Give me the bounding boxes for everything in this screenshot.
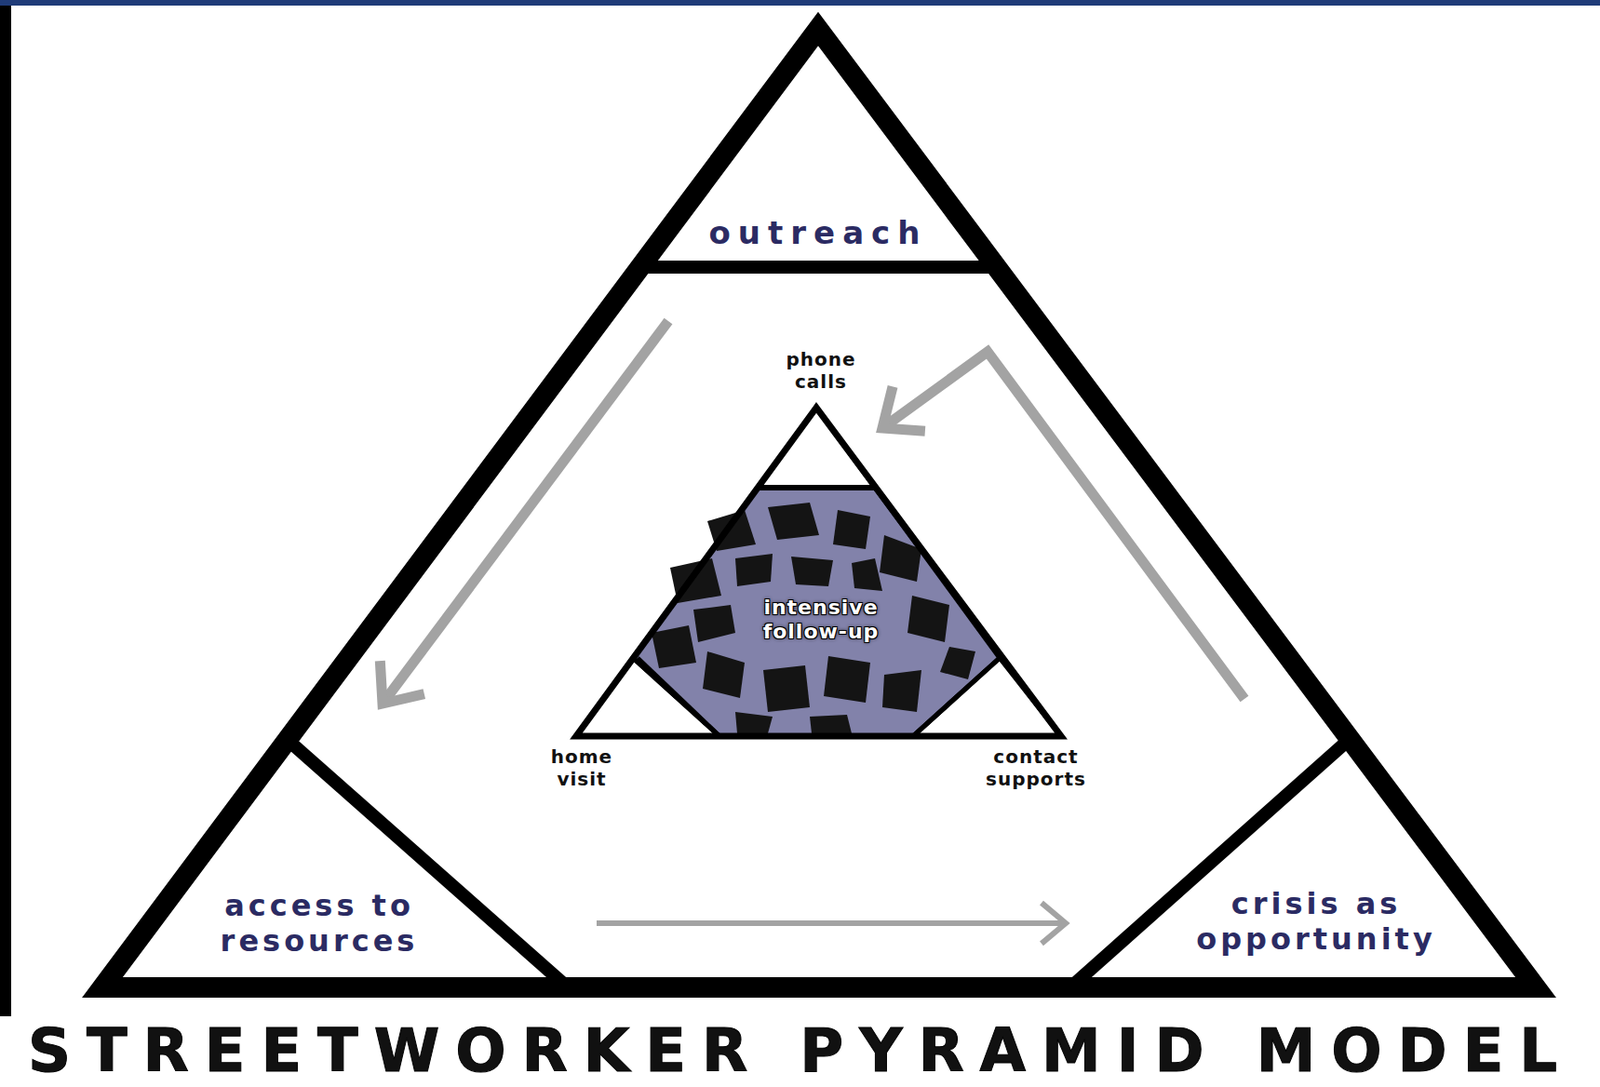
arrow-shaft: [596, 920, 1066, 927]
outer-pyramid: [102, 28, 1536, 988]
shape-outline: [102, 739, 568, 988]
stage-label: outreach: [709, 212, 928, 254]
left-border: [0, 5, 12, 1017]
core-hexagon: intensive follow-up: [632, 487, 1000, 737]
shape-outline: [640, 28, 997, 268]
arrow-head: [1041, 902, 1066, 944]
arrow-shaft: [882, 351, 1245, 700]
shape-outline: [632, 487, 1000, 737]
arrow-head: [882, 386, 926, 431]
top-bar: [0, 0, 1600, 6]
step-label: phone calls: [777, 348, 866, 393]
shards: [651, 502, 976, 734]
flow-arrow: [379, 321, 669, 704]
arrow-head: [379, 660, 424, 704]
corner-triangle: phone calls: [744, 344, 888, 488]
inner-pyramid: [576, 407, 1062, 737]
stage-triangle: access to resources: [102, 739, 568, 988]
shape-outline: [576, 658, 720, 737]
arrow-shaft: [382, 321, 669, 704]
stage-label: access to resources: [170, 887, 469, 959]
stage-triangle: outreach: [640, 28, 997, 268]
flow-arrow: [882, 351, 1245, 700]
corner-triangle: home visit: [530, 651, 736, 801]
step-label: home visit: [539, 745, 624, 791]
stage-label: crisis as opportunity: [1167, 886, 1466, 957]
shape-outline: [757, 407, 875, 488]
shape-outline: [913, 658, 1062, 737]
core-label: intensive follow-up: [735, 595, 908, 645]
corner-triangle: contact supports: [893, 651, 1099, 801]
stage-triangle: crisis as opportunity: [1070, 739, 1541, 988]
step-label: contact supports: [975, 745, 1097, 791]
shape-outline: [1070, 739, 1541, 988]
hexagon-fill: [632, 487, 1000, 737]
flow-arrow: [596, 902, 1066, 944]
diagram-title: STREETWORKER PYRAMID MODEL: [27, 1018, 1574, 1084]
